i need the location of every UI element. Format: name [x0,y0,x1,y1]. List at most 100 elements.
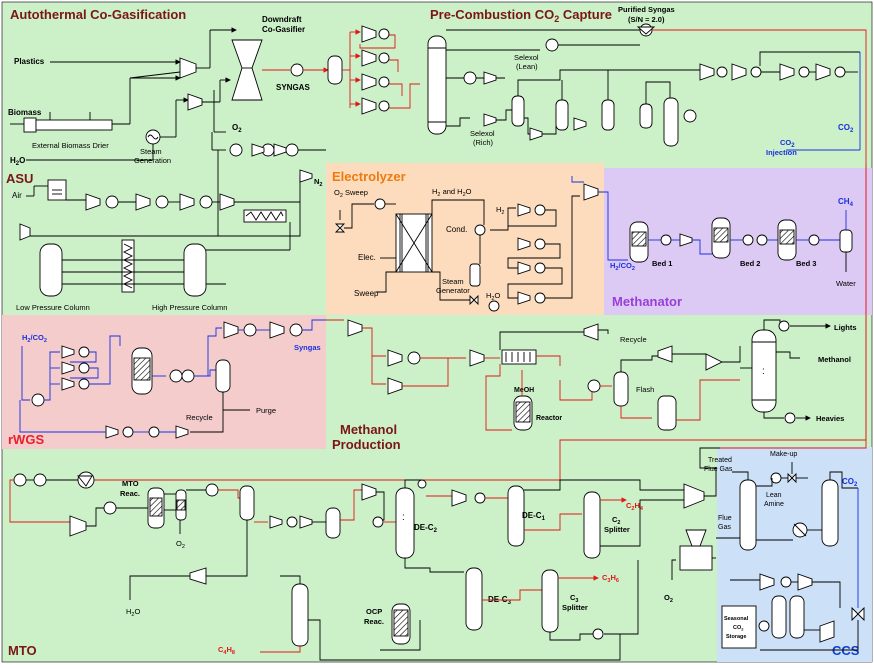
label-flue-2: Gas [718,524,731,531]
precombustion-area: Selexol (Lean) Selexol (Rich) [427,5,860,147]
amine-absorber [739,479,757,551]
c2h4-c: C [626,501,632,510]
air-comp-3 [179,193,195,211]
de-c2-t: DE-C [414,523,434,532]
title-methanol-2: Production [332,437,401,452]
biomass-feeder [23,117,37,133]
h2o-feed-o: O [19,156,25,165]
title-precombustion: Pre-Combustion CO2 Capture [430,7,612,24]
label-ch4: CH4 [838,197,854,208]
co2-cooler-3 [798,66,810,78]
label-seasonal-3: Storage [726,634,746,640]
mto-area: MTO Reac. O2 H2O : DE-C2 [9,447,720,661]
ccs-area: Treated Flue Gas Make-up Lean Amine Flue… [704,451,865,651]
label-mto-reac-2: Reac. [120,489,140,498]
meoh-flash-2 [657,395,677,431]
co2-blue-lines: CO2 CO2 Injection [766,52,861,157]
title-precomb-b: Capture [559,7,612,22]
label-selexol-lean-2: (Lean) [516,62,538,71]
label-co2-inj-2: Injection [766,148,797,157]
asu-area: Air N2 Low Pressure Column High Pressu [12,132,326,312]
methanol-area: MeOH Reactor Flash Recycle : Lights Meth… [326,319,857,431]
label-de-c3: DE-C3 [488,595,512,606]
rich-pump [683,109,697,123]
label-c2-splitter-2: Splitter [604,525,630,534]
flash-drum-5 [663,97,679,147]
flash-comp-2 [573,117,587,131]
region-electrolyzer [326,163,604,315]
c4h8-sub1: 4 [223,650,227,656]
o2-sweep-b: Sweep [343,188,368,197]
h2o-feed-sub: 2 [16,161,20,167]
label-syngas-main: SYNGAS [276,83,310,92]
co2-inj-co: CO [780,138,791,147]
ccs-valve [851,606,865,622]
title-ccs: CCS [832,643,860,658]
mto-quench [239,485,255,521]
lean-pump [483,71,497,85]
seasonal-co: CO [733,625,742,631]
de-c3-sub: 3 [508,600,512,606]
label-selexol-lean-1: Selexol [514,53,539,62]
c2h4-sub2: 4 [640,506,644,512]
co2-ccs-co: CO [842,477,854,486]
plastics-compressor [179,57,197,79]
n2-vent [299,169,313,183]
label-biomass: Biomass [8,108,42,117]
o2-main-sub: 2 [238,128,242,134]
label-selexol-rich-2: (Rich) [473,138,494,147]
label-air: Air [12,191,22,200]
label-steam-gen-e2: Generator [436,286,470,295]
c4h8-h: H [226,645,231,654]
label-seasonal-2: CO2 [733,625,744,632]
biomass-drier [35,119,113,131]
label-ext-drier: External Biomass Drier [32,141,109,150]
c2-splitter [583,491,601,559]
label-ocp-1: OCP [366,607,382,616]
label-h2-h2o: H2 and H2O [432,187,472,198]
de-c1-t: DE-C [522,511,542,520]
c2h4-h: H [634,501,639,510]
flash-drum-4 [639,103,653,129]
col-dots-dec2: : [402,512,405,523]
label-bed3: Bed 3 [796,259,816,268]
air-comp-2 [135,193,151,211]
air-comp-4 [219,193,235,211]
label-bed1: Bed 1 [652,259,672,268]
co2-cooler-2 [750,66,762,78]
mto-flash [325,507,341,539]
h2-h2o-sub2: 2 [463,192,466,198]
rwgs-area: H2/CO2 Syngas Recycle Purge [19,319,326,439]
label-recycle-meoh: Recycle [620,335,647,344]
c4h8-c: C [218,645,224,654]
label-cond: Cond. [446,225,467,234]
col-dots-meoh: : [762,366,765,377]
c2-split-sub: 2 [617,520,620,526]
o2-mto-o: O [176,539,182,548]
label-n2: N2 [314,177,322,188]
label-selexol-rich-1: Selexol [470,129,495,138]
c2h4-sub1: 2 [631,506,634,512]
mto-feed-comp [69,515,87,537]
label-mto-reac-1: MTO [122,479,139,488]
title-precomb-sub: 2 [554,14,559,24]
co2-right-co: CO [838,123,850,132]
syngas-cooler [290,63,304,77]
label-h2-elec: H2 [496,205,504,216]
c3h6-sub1: 3 [607,578,610,584]
label-treated-2: Flue Gas [704,466,733,473]
label-seasonal-1: Seasonal [724,616,749,622]
condenser [474,224,486,236]
label-steam-gen-1: Steam [140,147,162,156]
co2-comp-3 [779,63,795,81]
h2co2-rwgs-h: H [22,333,27,342]
h2o-e-h: H [486,291,491,300]
c3-split-sub: 3 [575,598,578,604]
c3h6-h: H [610,573,615,582]
c2-split-c: C [612,515,618,524]
label-lights: Lights [834,323,857,332]
co2-comp-4 [815,63,831,81]
h2-h2o-a: H [432,187,437,196]
label-recycle-rwgs: Recycle [186,413,213,422]
label-c3-splitter-2: Splitter [562,603,588,612]
